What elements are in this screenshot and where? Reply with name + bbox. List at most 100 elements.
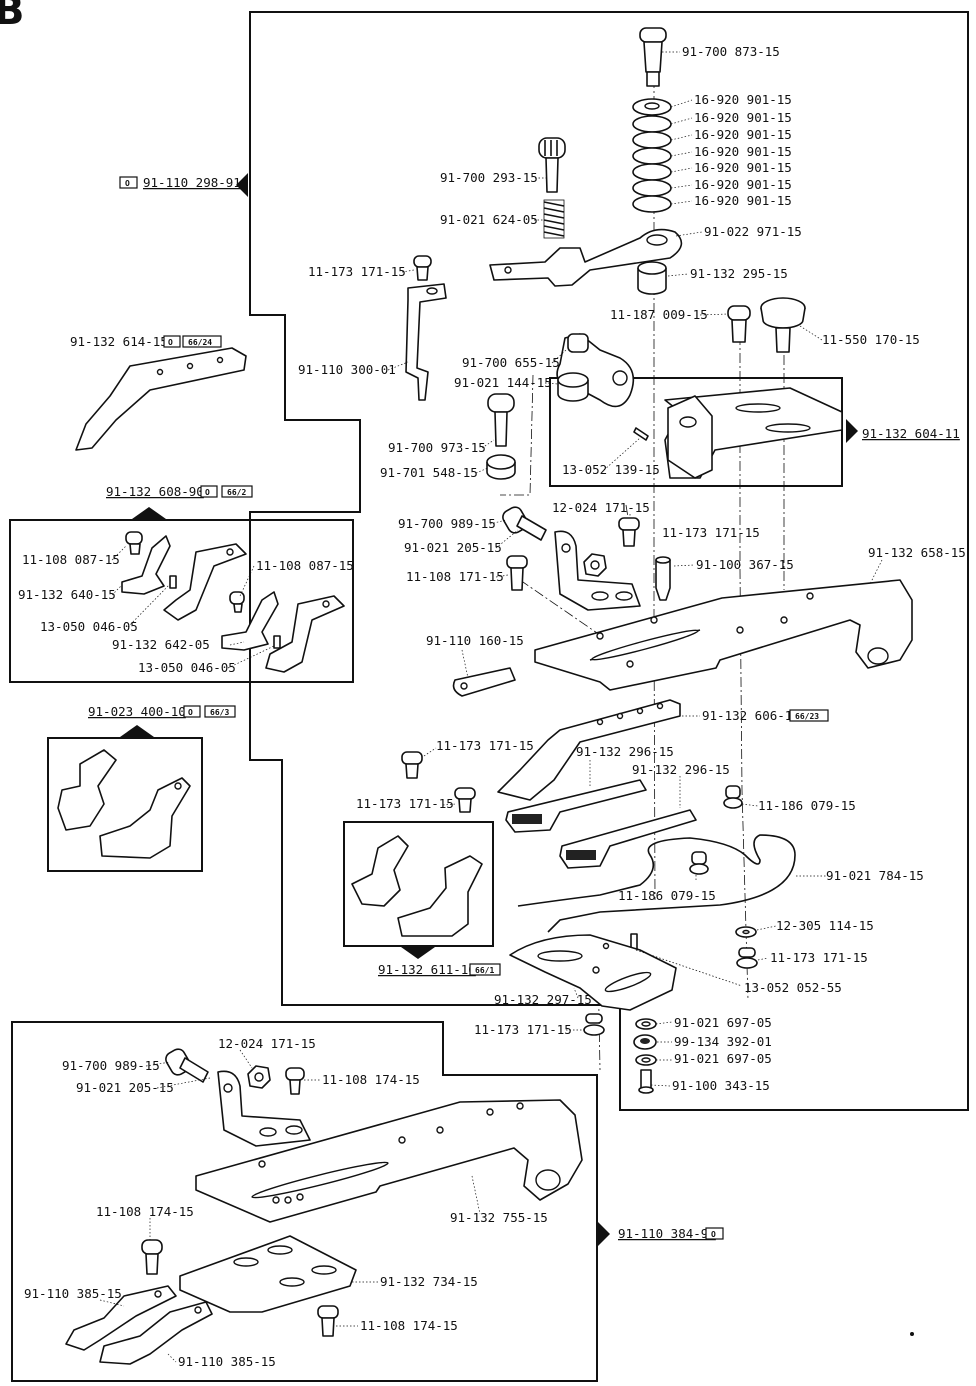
pin-046-b: [273, 635, 281, 649]
foot-611-b: [397, 855, 483, 937]
label-p12024b: 12-024 171-15: [218, 1036, 316, 1051]
ref-608-mark-0: O: [205, 488, 210, 497]
label-p697b: 91-021 697-05: [674, 1051, 772, 1066]
label-p784: 91-021 784-15: [826, 868, 924, 883]
label-p144: 91-021 144-15: [454, 375, 552, 390]
washer-stack: [632, 98, 672, 213]
label-p108171: 11-108 171-15: [406, 569, 504, 584]
ref-614-code: 91-132 614-15: [70, 334, 168, 349]
foot-611-a: [351, 835, 409, 907]
label-p300: 91-110 300-01: [298, 362, 396, 377]
label-p658: 91-132 658-15: [868, 545, 966, 560]
label-p087a: 11-108 087-15: [22, 552, 120, 567]
label-p186b: 11-186 079-15: [618, 888, 716, 903]
ref-023-mark-0: O: [188, 708, 193, 717]
label-p655: 91-700 655-15: [462, 355, 560, 370]
label-p989b: 91-700 989-15: [62, 1058, 160, 1073]
screw-12024-top: [618, 517, 640, 547]
arrow-611-down: [401, 947, 435, 959]
ref-614-mark-0: O: [168, 338, 173, 347]
pin-139: [633, 427, 649, 441]
label-p293: 91-700 293-15: [440, 170, 538, 185]
ref-608: 91-132 608-90 O 66/2: [106, 484, 253, 499]
bottom-assembly-border: [11, 1021, 598, 1382]
ref-606: 91-132 606-15 66/23: [702, 708, 829, 723]
label-w2: 16-920 901-15: [694, 110, 792, 125]
label-p642: 91-132 642-05: [112, 637, 210, 652]
arm-614: [75, 347, 247, 451]
ref-main-top: O 91-110 298-91: [119, 175, 241, 190]
label-w6: 16-920 901-15: [694, 177, 792, 192]
set-023-box: [47, 737, 203, 872]
set-604-box: [549, 377, 843, 487]
label-p174c: 11-108 174-15: [360, 1318, 458, 1333]
set-611-box: [343, 821, 494, 947]
label-p624: 91-021 624-05: [440, 212, 538, 227]
screw-293: [538, 137, 566, 193]
lever-971: [489, 228, 683, 287]
label-p296b: 91-132 296-15: [632, 762, 730, 777]
sheet-mark: [910, 1332, 914, 1336]
ref-bottom-code: 91-110 384-91: [618, 1226, 716, 1241]
ref-614: 91-132 614-15 O 66/24: [70, 334, 222, 349]
label-p12024a: 12-024 171-15: [552, 500, 650, 515]
label-p343: 91-100 343-15: [672, 1078, 770, 1093]
bracket-12024-b: [217, 1070, 311, 1147]
plate-734: [179, 1235, 357, 1313]
nut-12024-a: [583, 553, 607, 577]
screw-989-a: [502, 506, 547, 541]
label-p139: 13-052 139-15: [562, 462, 660, 477]
arrow-main-ref: [236, 173, 248, 197]
foot-385-b: [99, 1301, 213, 1365]
page-letter: B: [0, 0, 25, 34]
ref-606-mark-0: 66/23: [795, 712, 819, 721]
label-p367: 91-100 367-15: [696, 557, 794, 572]
ref-608-code: 91-132 608-90: [106, 484, 204, 499]
pin-046-a: [169, 575, 177, 589]
ref-604: 91-132 604-11: [862, 426, 960, 441]
label-p087b: 11-108 087-15: [256, 558, 354, 573]
ref-023-code: 91-023 400-10: [88, 704, 186, 719]
label-p205b: 91-021 205-15: [76, 1080, 174, 1095]
ref-023-mark-1: 66/3: [210, 708, 229, 717]
screw-174-a: [285, 1067, 305, 1095]
plate-297: [509, 934, 677, 1011]
set-608-box: [9, 519, 354, 683]
label-p973: 91-700 973-15: [388, 440, 486, 455]
label-p392: 99-134 392-01: [674, 1034, 772, 1049]
ref-main-top-code: 91-110 298-91: [143, 175, 241, 190]
label-s171b: 11-173 171-15: [662, 525, 760, 540]
screw-343: [638, 1069, 654, 1094]
label-s171f: 11-173 171-15: [474, 1022, 572, 1037]
screw-11173-d: [454, 787, 476, 813]
label-s171a: 11-173 171-15: [308, 264, 406, 279]
ref-614-mark-1: 66/24: [188, 338, 212, 347]
screw-174-b: [141, 1239, 163, 1275]
washer-697-a: [635, 1018, 657, 1030]
label-p205a: 91-021 205-15: [404, 540, 502, 555]
screw-174-c: [317, 1305, 339, 1337]
nut-392: [633, 1034, 657, 1050]
label-s171d: 11-173 171-15: [356, 796, 454, 811]
label-w4: 16-920 901-15: [694, 144, 792, 159]
labels: 91-700 873-15 16-920 901-15 16-920 901-1…: [18, 44, 966, 1369]
foot-640: [121, 535, 171, 595]
label-p971: 91-022 971-15: [704, 224, 802, 239]
label-p046a: 13-050 046-05: [40, 619, 138, 634]
label-p385a: 91-110 385-15: [24, 1286, 122, 1301]
label-p295: 91-132 295-15: [690, 266, 788, 281]
plate-604: [664, 387, 843, 479]
arrow-bottom-ref: [598, 1222, 610, 1246]
knob-170: [760, 297, 806, 353]
label-p385b: 91-110 385-15: [178, 1354, 276, 1369]
bracket-300: [405, 283, 447, 401]
ref-611-code: 91-132 611-10: [378, 962, 476, 977]
ref-604-code: 91-132 604-11: [862, 426, 960, 441]
screw-087-a: [125, 531, 143, 555]
label-s171e: 11-173 171-15: [770, 950, 868, 965]
label-p160: 91-110 160-15: [426, 633, 524, 648]
label-p755: 91-132 755-15: [450, 1210, 548, 1225]
label-w7: 16-920 901-15: [694, 193, 792, 208]
label-p174a: 11-108 174-15: [322, 1072, 420, 1087]
